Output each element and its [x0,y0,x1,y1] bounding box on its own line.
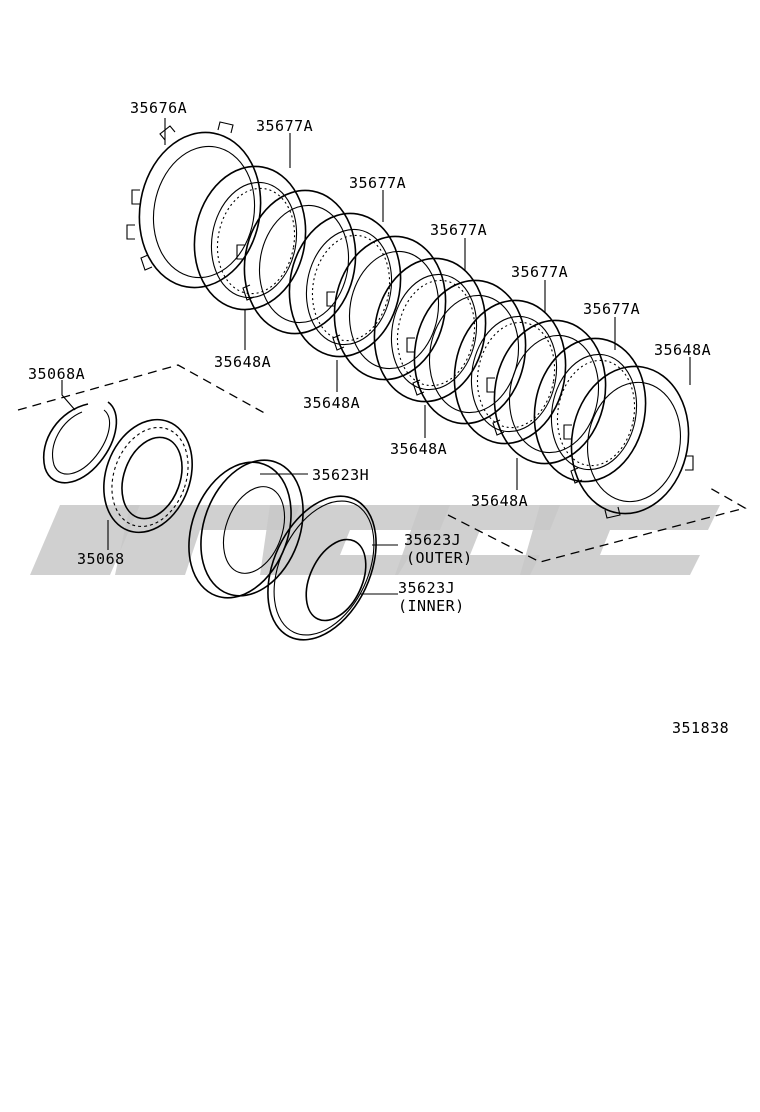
guide-dashed-box-left [17,364,269,416]
label-oring-inner-code: 35623J [398,579,455,597]
oring-outer-inner-edge [273,500,375,636]
friction-disc-2 [288,212,402,358]
label-oring-inner-note: (INNER) [398,597,465,615]
friction-disc-4 [453,299,567,445]
label-plate-2: 35648A [303,394,360,412]
steel-plate-2 [326,235,447,381]
label-disc-5: 35677A [583,300,640,318]
leader-lines [61,118,691,595]
label-plate-3: 35648A [390,440,447,458]
steel-plate-5 [563,365,694,519]
label-plate-4: 35648A [471,492,528,510]
label-disc-3: 35677A [430,221,487,239]
friction-disc-1 [193,165,307,311]
guide-dashed-box-right [447,487,747,563]
one-way-clutch-35068 [103,418,193,534]
label-disc-1: 35677A [256,117,313,135]
label-oring-outer-note: (OUTER) [406,549,473,567]
label-disc-4: 35677A [511,263,568,281]
illustration-number: 351838 [672,719,729,737]
label-disc-2: 35677A [349,174,406,192]
label-plate-5: 35648A [654,341,711,359]
watermark-logo [30,505,720,575]
label-snap-ring: 35068A [28,365,85,383]
oring-outer [267,495,377,641]
steel-plate-1 [236,189,357,335]
retaining-plate-35676A [126,121,262,289]
snap-ring-35068A [42,401,118,484]
label-piston: 35623H [312,466,369,484]
label-one-way-clutch: 35068 [77,550,125,568]
friction-disc-5 [533,337,647,483]
clutch-pack [126,121,694,519]
friction-disc-3 [373,257,487,403]
steel-plate-4 [486,319,607,465]
label-plate-1: 35648A [214,353,271,371]
label-oring-outer-code: 35623J [404,531,461,549]
steel-plate-3 [406,279,527,425]
oring-inner [305,538,367,622]
label-retaining-plate: 35676A [130,99,187,117]
